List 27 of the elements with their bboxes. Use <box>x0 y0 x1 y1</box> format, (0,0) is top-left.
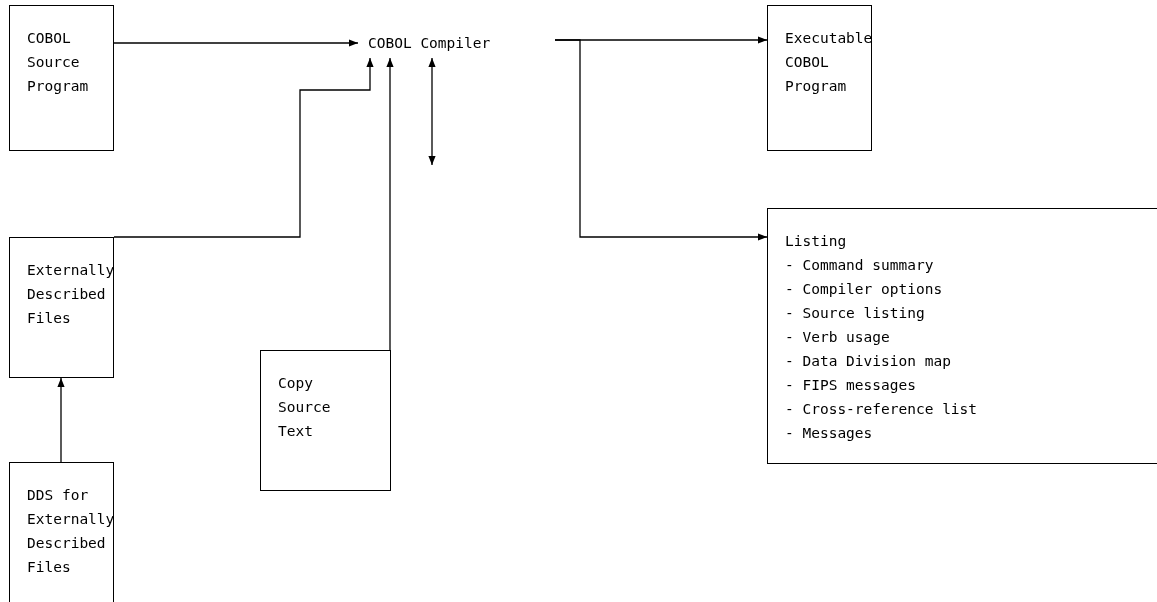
arrow <box>113 39 359 47</box>
list-item: - Messages <box>785 424 874 443</box>
process-box <box>767 208 1157 464</box>
list-item: - Data Division map <box>785 352 952 371</box>
list-item: - FIPS messages <box>785 376 917 395</box>
node-title: Copy Source Text <box>278 374 332 441</box>
arrow <box>57 377 65 463</box>
process-box <box>9 5 114 151</box>
arrow <box>113 57 374 238</box>
node-title: Listing <box>785 232 848 251</box>
node-title: COBOL Compiler <box>368 34 492 53</box>
list-item: - Compiler options <box>785 280 944 299</box>
list-item: - Source listing <box>785 304 926 323</box>
node-title: COBOL Source Program <box>27 29 90 96</box>
arrow <box>428 57 436 166</box>
list-item: - Verb usage <box>785 328 891 347</box>
node-title: Externally Described Files <box>27 261 111 328</box>
process-box <box>260 350 391 491</box>
arrow <box>554 39 768 241</box>
process-box <box>9 237 114 378</box>
node-title: Executable COBOL Program <box>785 29 869 96</box>
node-title: DDS for Externally Described Files <box>27 486 111 577</box>
process-box <box>9 462 114 602</box>
arrow <box>386 57 394 351</box>
list-item: - Cross-reference list <box>785 400 979 419</box>
list-item: - Command summary <box>785 256 935 275</box>
process-box <box>767 5 872 151</box>
